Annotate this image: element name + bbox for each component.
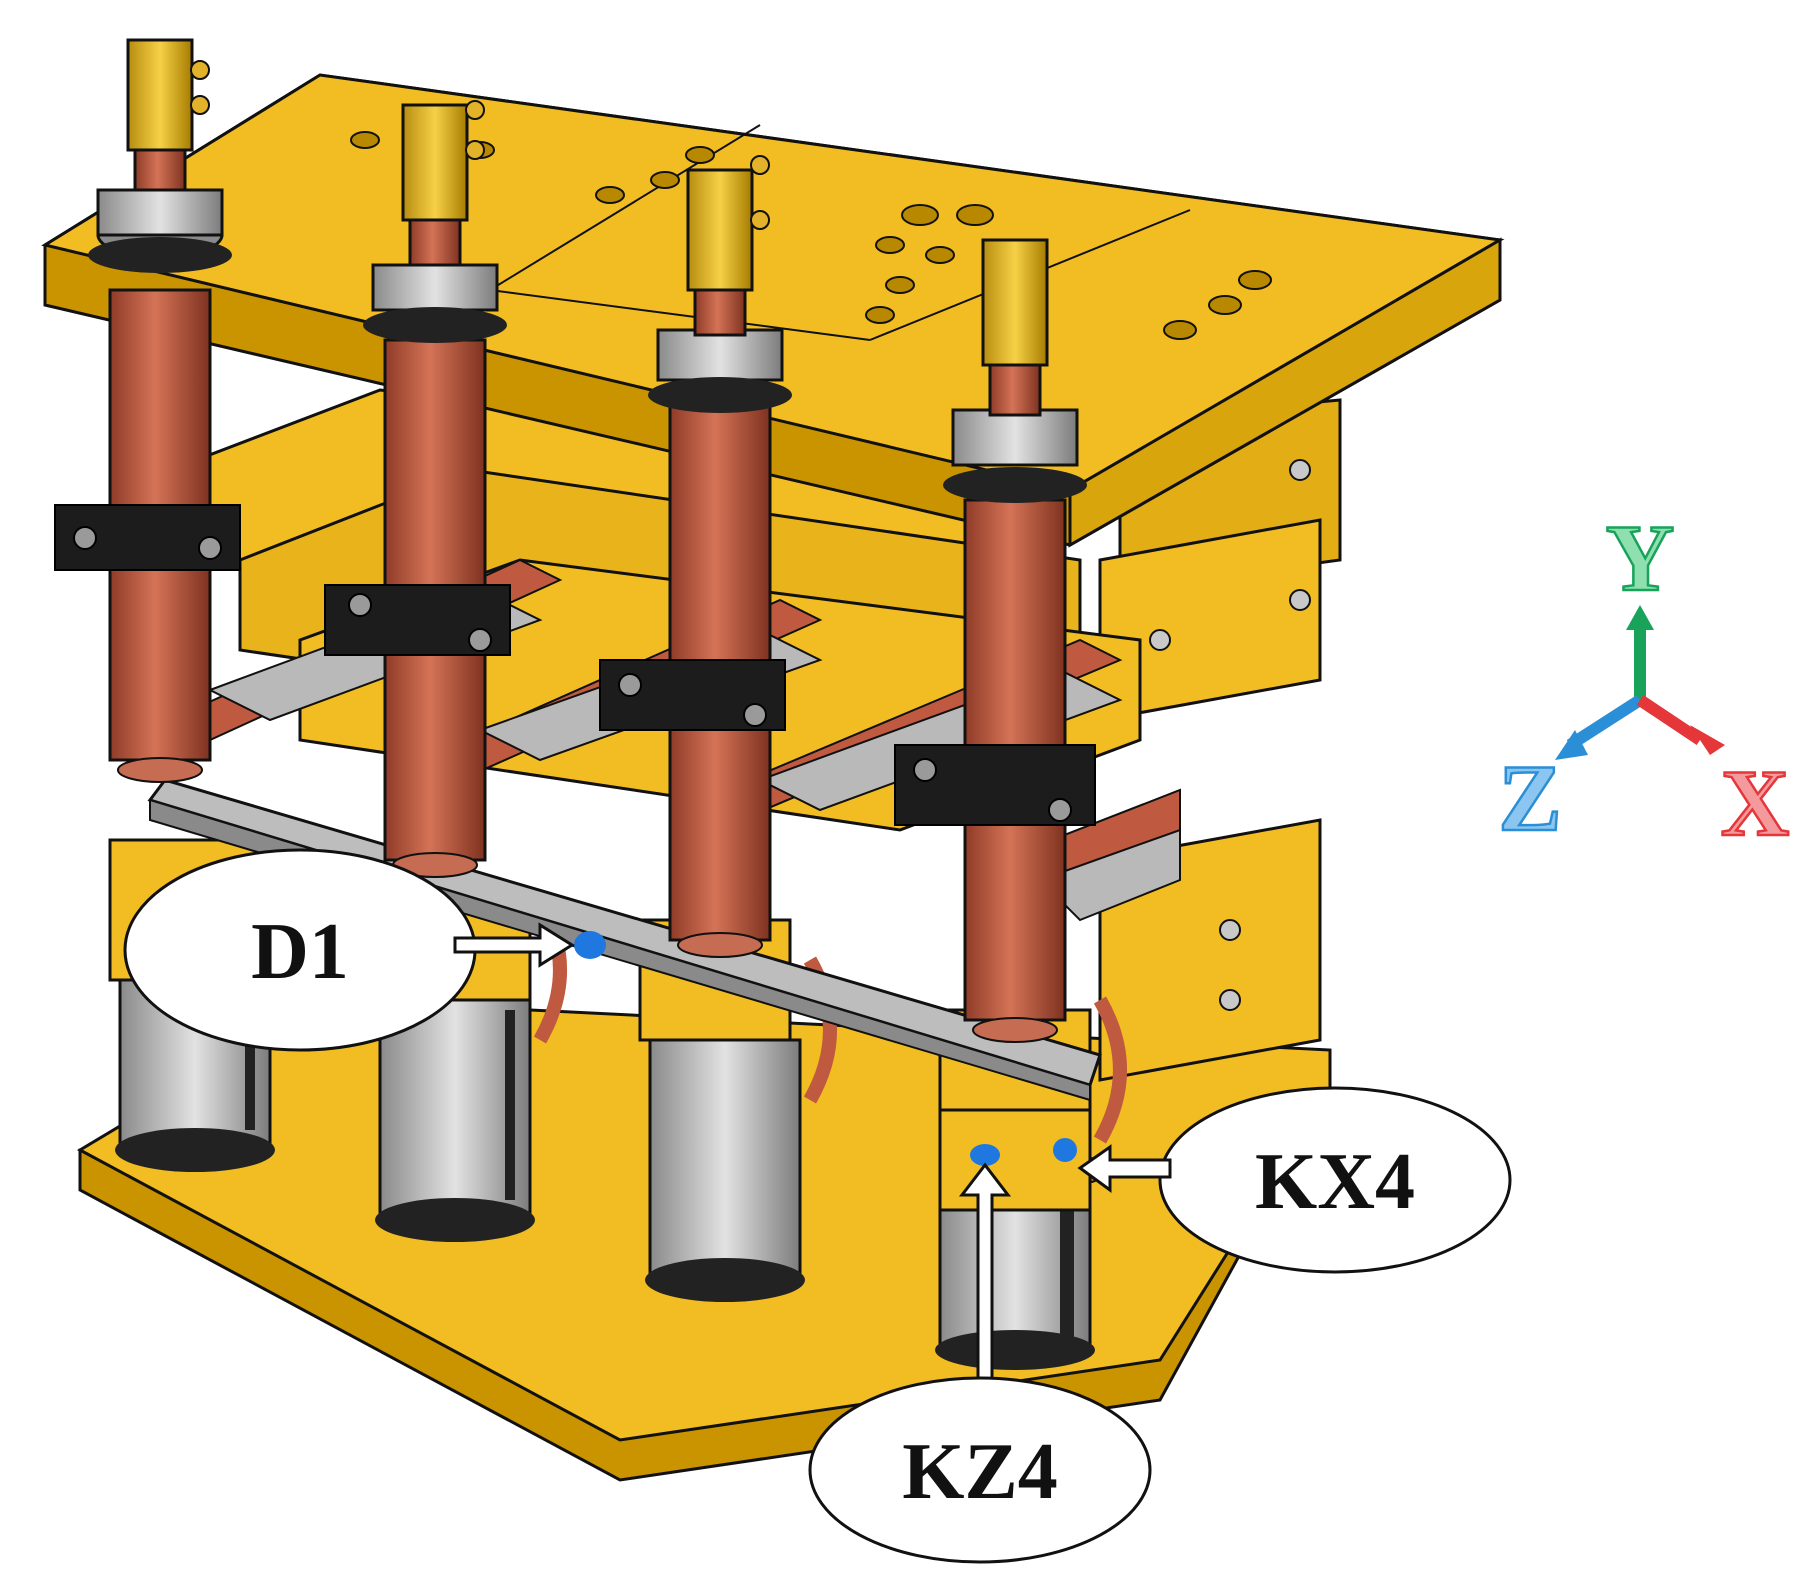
- axis-triad: Y Z X: [1497, 504, 1790, 858]
- x-axis-arrow-shaft: [1636, 695, 1704, 745]
- x-axis-label: X: [1721, 750, 1790, 856]
- collar-1: [54, 504, 241, 571]
- z-axis-arrow-shaft: [1566, 694, 1644, 751]
- callout-kz4: KZ4: [808, 1162, 1152, 1564]
- z-axis-label: Z: [1498, 745, 1561, 851]
- actuator-2: [375, 998, 535, 1242]
- callout-d1-label: D1: [251, 908, 349, 996]
- callout-d1: D1: [123, 848, 575, 1052]
- kx4-marker-dot: [1053, 1138, 1077, 1162]
- collar-4: [894, 744, 1096, 826]
- y-axis-label: Y: [1606, 505, 1675, 611]
- y-axis-arrowhead: [1626, 605, 1654, 630]
- clamp-collars: [54, 504, 1096, 826]
- callout-kx4: KX4: [1077, 1086, 1512, 1274]
- collar-2: [324, 584, 511, 656]
- callout-kz4-label: KZ4: [902, 1428, 1058, 1516]
- z-axis-arrowhead: [1555, 730, 1588, 760]
- support-posts: [88, 38, 1087, 1043]
- kz4-marker-dot: [970, 1144, 1000, 1166]
- collar-3: [599, 659, 786, 731]
- actuator-3: [645, 1038, 805, 1302]
- d1-marker-dot: [574, 931, 606, 959]
- x-axis-arrowhead: [1690, 725, 1725, 755]
- callout-kx4-label: KX4: [1255, 1138, 1415, 1226]
